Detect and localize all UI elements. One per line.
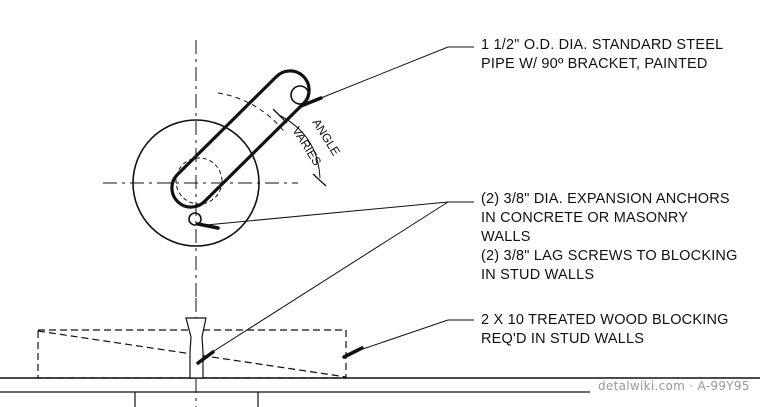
- anchors-callout-line-1: (2) 3/8" DIA. EXPANSION ANCHORS: [481, 191, 730, 207]
- angle-dimension: ANGLE VARIES: [272, 108, 343, 187]
- pipe-end-circle: [290, 85, 310, 105]
- blocking-callout-line-1: 2 X 10 TREATED WOOD BLOCKING: [481, 312, 729, 328]
- anchors-callout: (2) 3/8" DIA. EXPANSION ANCHORS IN CONCR…: [481, 190, 738, 285]
- screw-leader: [202, 201, 449, 359]
- plan-view: [103, 40, 311, 300]
- section-view: [0, 298, 760, 407]
- pipe-leader: [310, 46, 474, 103]
- anchors-callout-line-3: WALLS: [481, 229, 531, 245]
- lag-screw: [185, 317, 207, 379]
- blocking-leader: [353, 319, 474, 353]
- anchor-circle: [188, 212, 202, 226]
- anchor-leader-tick: [196, 222, 220, 230]
- dimension-arc: [278, 114, 321, 179]
- watermark: detalwiki.com · A-99Y95: [598, 379, 750, 393]
- blocking-callout-line-2: REQ'D IN STUD WALLS: [481, 331, 645, 347]
- dimension-tick-bottom: [312, 173, 327, 187]
- pipe-leader-tick: [299, 96, 323, 108]
- pipe-callout-line-1: 1 1/2" O.D. DIA. STANDARD STEEL: [481, 37, 724, 53]
- hidden-pipe-circle: [175, 157, 223, 205]
- anchors-callout-line-5: IN STUD WALLS: [481, 267, 595, 283]
- blocking-leader-tick: [342, 346, 364, 359]
- anchors-callout-line-4: (2) 3/8" LAG SCREWS TO BLOCKING: [481, 248, 738, 264]
- pipe-callout: 1 1/2" O.D. DIA. STANDARD STEEL PIPE W/ …: [481, 36, 723, 74]
- anchor-leader: [205, 201, 474, 226]
- leader-lines: [196, 46, 474, 365]
- anchors-callout-line-2: IN CONCRETE OR MASONRY: [481, 210, 689, 226]
- dimension-tick-top: [272, 108, 288, 124]
- pipe-callout-line-2: PIPE W/ 90º BRACKET, PAINTED: [481, 56, 708, 72]
- blocking-callout: 2 X 10 TREATED WOOD BLOCKING REQ'D IN ST…: [481, 311, 729, 349]
- flange-plate: [132, 119, 260, 247]
- screw-leader-tick: [196, 350, 215, 365]
